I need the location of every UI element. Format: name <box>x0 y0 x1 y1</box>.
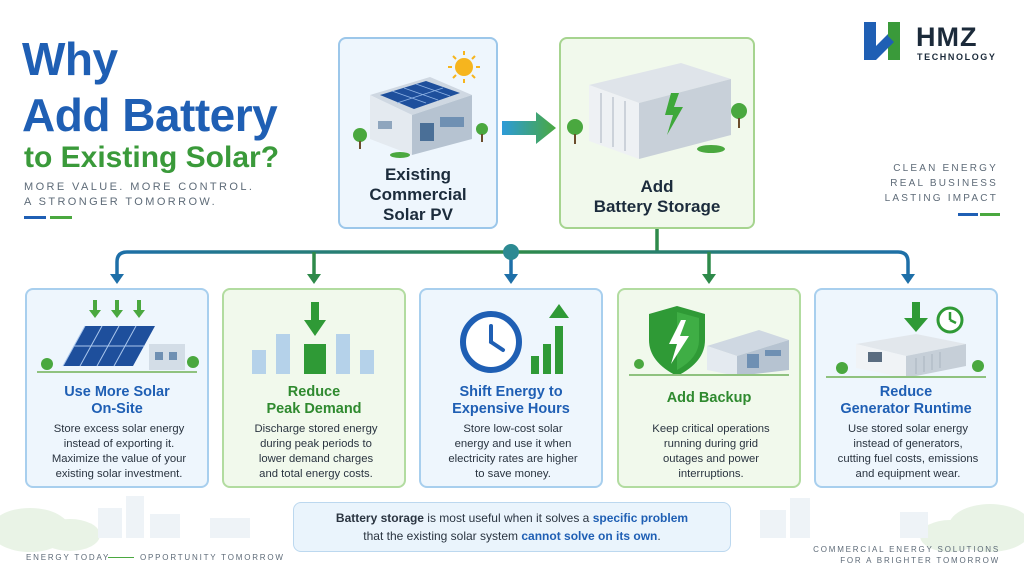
footer-dash <box>108 557 134 558</box>
card-reduce-generator: Reduce Generator Runtime Use stored sola… <box>814 288 998 488</box>
right-tagline-2: REAL BUSINESS <box>890 178 998 189</box>
footer-right-1: COMMERCIAL ENERGY SOLUTIONS <box>813 545 1000 554</box>
card-3-body: Store low-cost solar energy and use it w… <box>448 423 578 480</box>
title-line-2: Add Battery <box>22 89 278 141</box>
callout-text-2: that the existing solar system <box>363 529 522 543</box>
bottom-callout: Battery storage is most useful when it s… <box>293 502 731 552</box>
existing-solar-panel: Existing Commercial Solar PV <box>338 37 498 229</box>
right-accent-blue <box>958 213 978 216</box>
title-accent-green <box>50 216 72 219</box>
peak-bars-icon <box>252 302 374 374</box>
card-5-title: Reduce Generator Runtime <box>840 384 972 417</box>
connector-lines <box>110 229 915 284</box>
arrow-right-icon <box>502 112 556 144</box>
card-add-backup: Add Backup Keep critical operations runn… <box>617 288 801 488</box>
card-shift-energy: Shift Energy to Expensive Hours Store lo… <box>419 288 603 488</box>
clock-growth-icon <box>460 304 569 374</box>
tagline-2: A STRONGER TOMORROW. <box>24 196 218 208</box>
card-reduce-peak-demand: Reduce Peak Demand Discharge stored ener… <box>222 288 406 488</box>
battery-storage-label: Add Battery Storage <box>593 177 721 216</box>
callout-bold: Battery storage <box>335 511 424 525</box>
generator-icon <box>826 302 986 378</box>
tagline-1: MORE VALUE. MORE CONTROL. <box>24 181 255 193</box>
battery-storage-panel: Add Battery Storage <box>559 37 755 229</box>
footer-left-1: ENERGY TODAY <box>26 553 111 562</box>
card-1-title: Use More Solar On-Site <box>64 384 170 417</box>
existing-solar-label: Existing Commercial Solar PV <box>369 165 467 224</box>
callout-highlight-2: cannot solve on its own <box>521 529 658 543</box>
card-4-title: Add Backup <box>666 390 752 406</box>
card-2-title: Reduce Peak Demand <box>266 384 362 417</box>
callout-highlight-1: specific problem <box>592 511 689 525</box>
callout-text-3: . <box>657 529 661 543</box>
solar-building-icon <box>353 51 488 158</box>
title-line-3: to Existing Solar? <box>24 141 280 174</box>
title-line-1: Why <box>22 33 118 85</box>
shield-bolt-icon <box>629 306 789 376</box>
card-3-title: Shift Energy to Expensive Hours <box>452 384 570 417</box>
card-1-body: Store excess solar energy instead of exp… <box>51 423 187 480</box>
right-accent-green <box>980 213 1000 216</box>
card-use-more-solar: Use More Solar On-Site Store excess sola… <box>25 288 209 488</box>
solar-array-icon <box>37 300 199 373</box>
card-2-body: Discharge stored energy during peak peri… <box>254 423 378 480</box>
card-5-body: Use stored solar energy instead of gener… <box>837 423 979 480</box>
logo-name: HMZ <box>916 22 978 52</box>
logo-subtitle: TECHNOLOGY <box>917 52 997 62</box>
hmz-logo-mark-icon <box>864 22 900 60</box>
footer-left-2: OPPORTUNITY TOMORROW <box>140 553 285 562</box>
battery-container-icon <box>567 63 747 159</box>
title-accent-blue <box>24 216 46 219</box>
footer-right-2: FOR A BRIGHTER TOMORROW <box>840 556 1000 565</box>
right-tagline-1: CLEAN ENERGY <box>893 163 998 174</box>
callout-text-1: is most useful when it solves a <box>423 511 593 525</box>
right-tagline-3: LASTING IMPACT <box>884 193 998 204</box>
card-4-body: Keep critical operations running during … <box>652 423 770 480</box>
